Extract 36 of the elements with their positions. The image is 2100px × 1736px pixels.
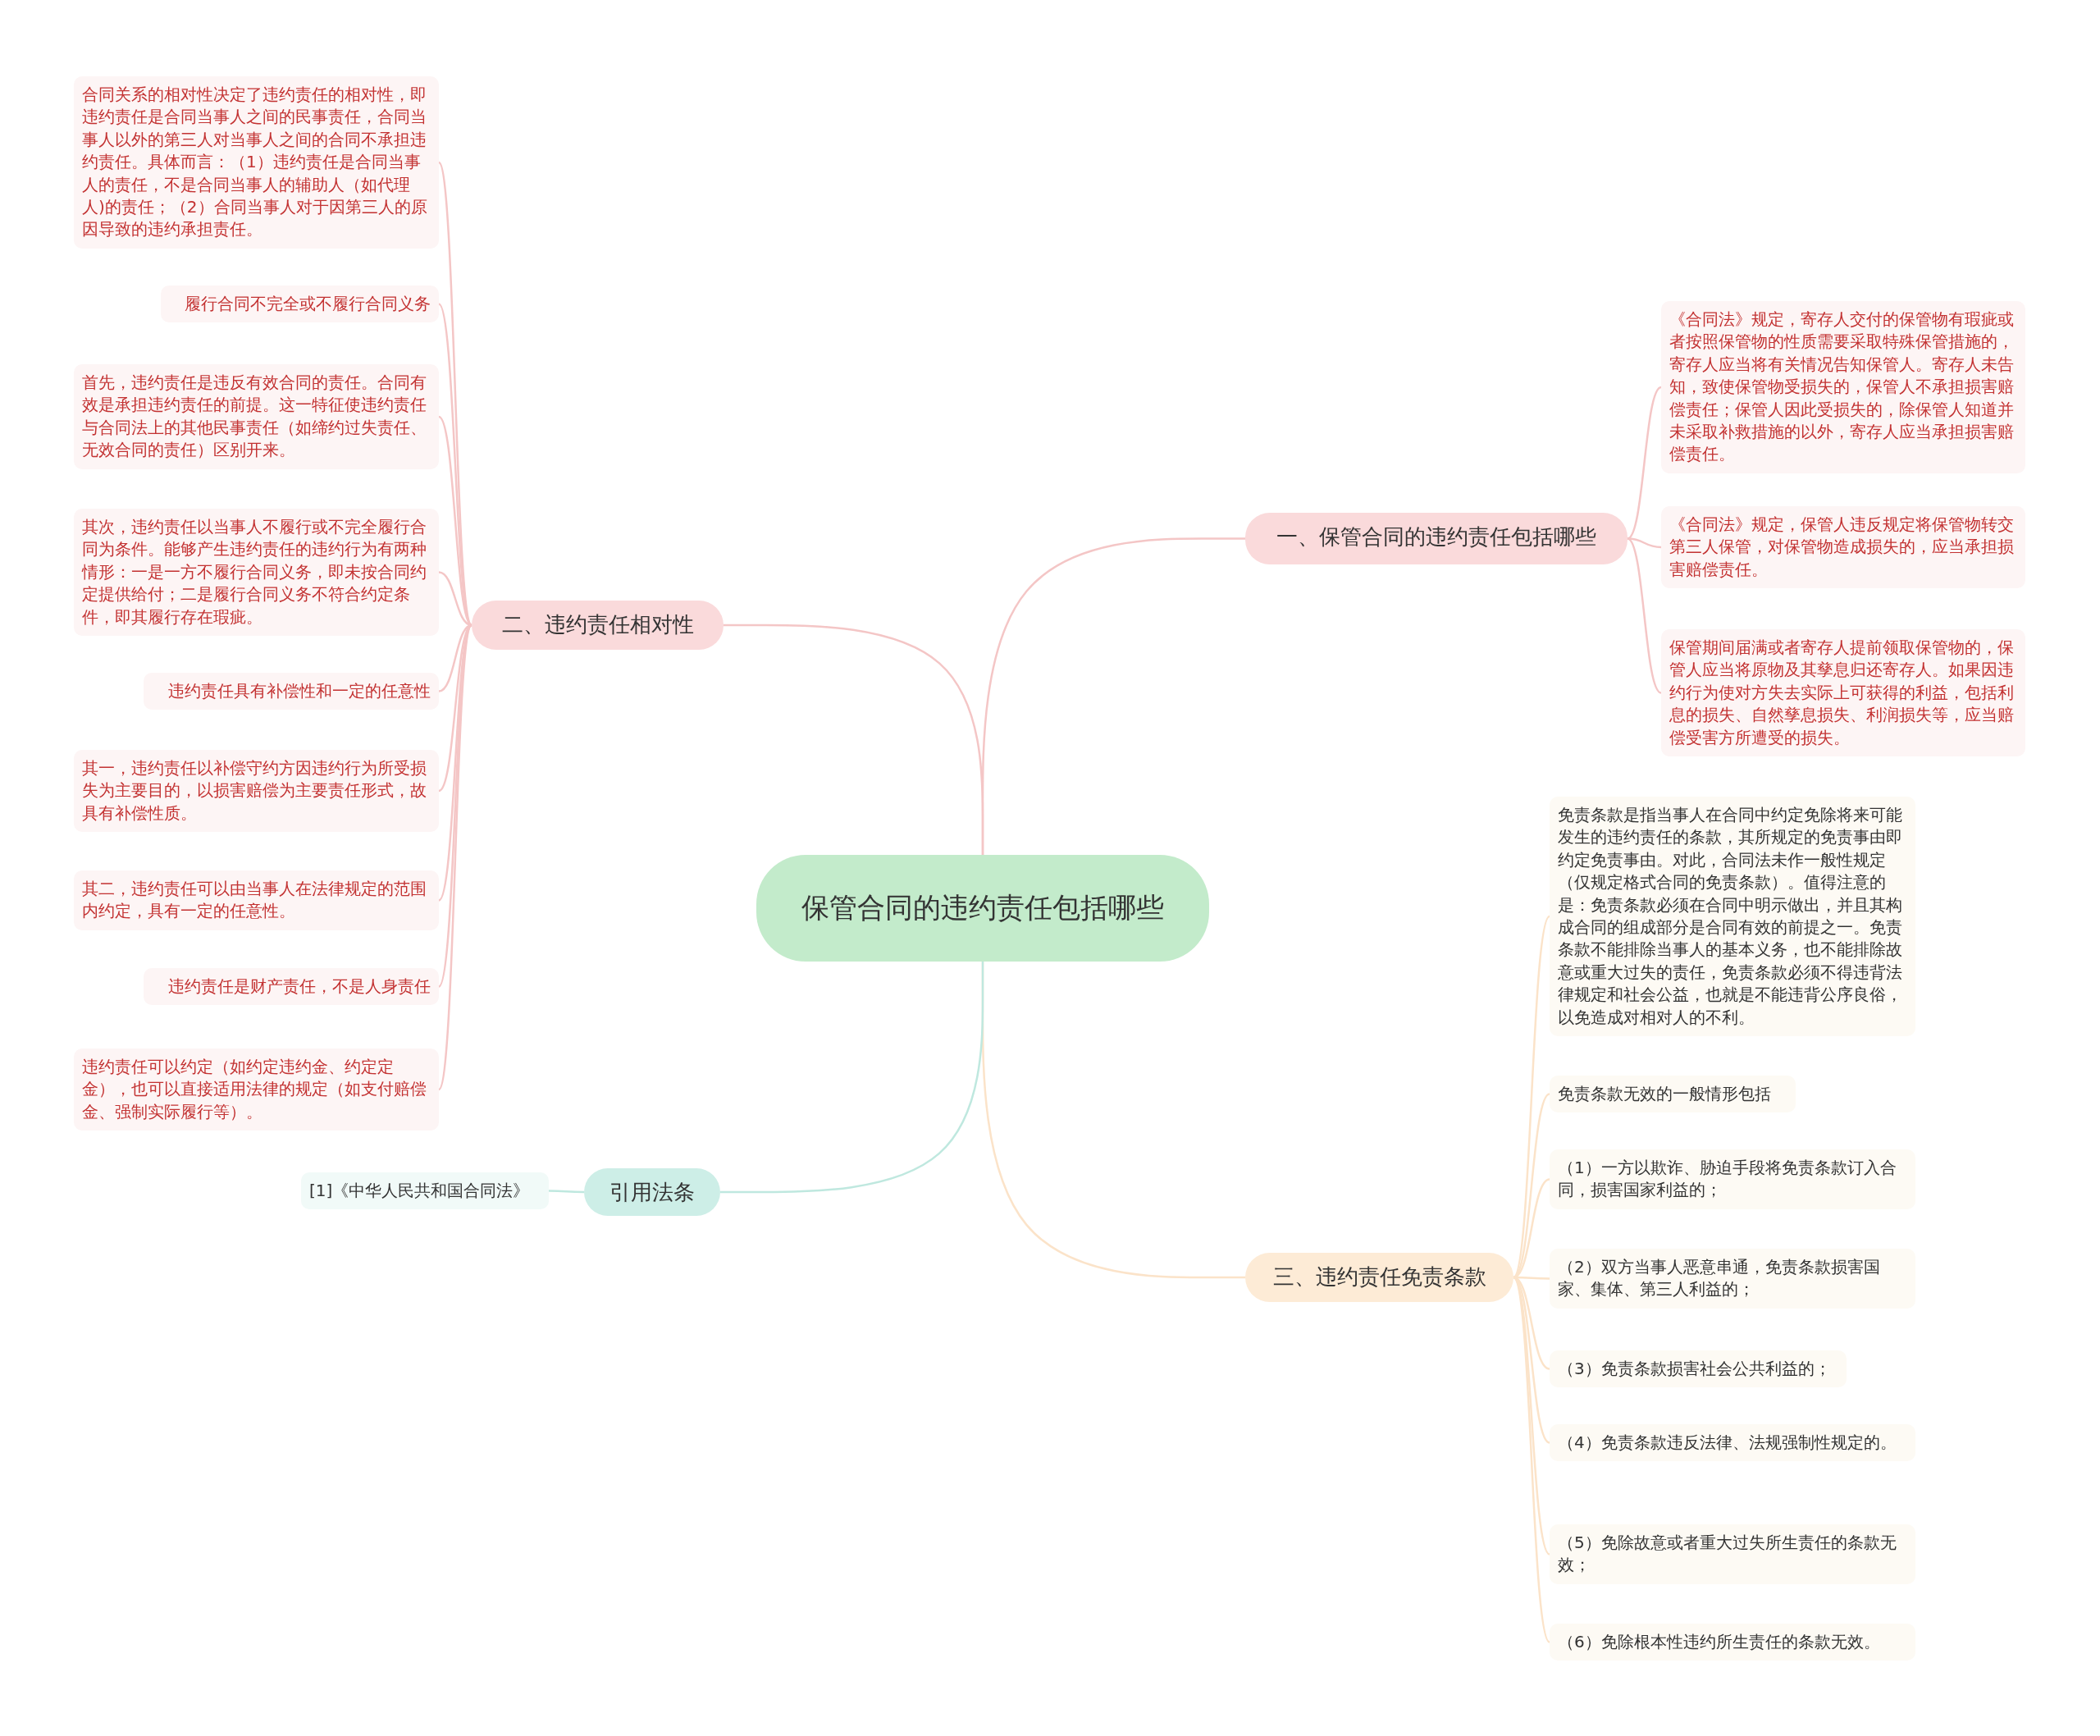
topic-card: （4）免责条款违反法律、法规强制性规定的。	[1550, 1424, 1915, 1462]
topic-card: 违约责任具有补偿性和一定的任意性	[144, 673, 439, 710]
branch-topic: 三、违约责任免责条款	[1245, 1253, 1513, 1302]
topic-card: 首先，违约责任是违反有效合同的责任。合同有效是承担违约责任的前提。这一特征使违约责任与合同法上的其他民事责任（如缔约过失责任、无效合同的责任）区别开来。	[74, 364, 439, 469]
topic-card: 保管期间届满或者寄存人提前领取保管物的，保管人应当将原物及其孳息归还寄存人。如果因违约行为使对方失去实际上可获得的利益，包括利息的损失、自然孳息损失、利润损失等，应当赔偿受害方所遭受的损失。	[1661, 629, 2025, 756]
topic-card: 《合同法》规定，寄存人交付的保管物有瑕疵或者按照保管物的性质需要采取特殊保管措施的，寄存人应当将有关情况告知保管人。寄存人未告知，致使保管物受损失的，保管人不承担损害赔偿责任；保管人因此受损失的，除保管人知道并未采取补救措施的以外，寄存人应当承担损害赔偿责任。	[1661, 301, 2025, 473]
topic-card: （3）免责条款损害社会公共利益的；	[1550, 1350, 1847, 1388]
topic-card: 免责条款是指当事人在合同中约定免除将来可能发生的违约责任的条款，其所规定的免责事由即约定免责事由。对此，合同法未作一般性规定（仅规定格式合同的免责条款）。值得注意的是：免责条款必须在合同中明示做出，并且其构成合同的组成部分是合同有效的前提之一。免责条款不能排除当事人的基本义务，也不能排除故意或重大过失的责任，免责条款必须不得违背法律规定和社会公益，也就是不能违背公序良俗，以免造成对相对人的不利。	[1550, 797, 1915, 1036]
central-topic: 保管合同的违约责任包括哪些	[756, 855, 1209, 962]
branch-topic: 引用法条	[584, 1168, 720, 1216]
topic-card: （6）免除根本性违约所生责任的条款无效。	[1550, 1624, 1915, 1661]
topic-card: 合同关系的相对性决定了违约责任的相对性，即违约责任是合同当事人之间的民事责任，合同当事人以外的第三人对当事人之间的合同不承担违约责任。具体而言：（1）违约责任是合同当事人的责任，不是合同当事人的辅助人（如代理人)的责任；（2）合同当事人对于因第三人的原因导致的违约承担责任。	[74, 76, 439, 249]
connector-line	[549, 1190, 584, 1194]
topic-card: 违约责任可以约定（如约定违约金、约定定金），也可以直接适用法律的规定（如支付赔偿金、强制实际履行等）。	[74, 1048, 439, 1131]
topic-card: 履行合同不完全或不履行合同义务	[161, 286, 439, 323]
branch-topic: 一、保管合同的违约责任包括哪些	[1245, 513, 1628, 564]
topic-card: [1]《中华人民共和国合同法》	[301, 1172, 549, 1210]
topic-card: （2）双方当事人恶意串通，免责条款损害国家、集体、第三人利益的；	[1550, 1249, 1915, 1309]
connector-line	[1627, 537, 1662, 694]
topic-card: 《合同法》规定，保管人违反规定将保管物转交第三人保管，对保管物造成损失的，应当承担损害赔偿责任。	[1661, 506, 2025, 589]
branch-topic: 二、违约责任相对性	[472, 601, 724, 650]
connector-line	[1627, 386, 1662, 540]
topic-card: 其次，违约责任以当事人不履行或不完全履行合同为条件。能够产生违约责任的违约行为有两种情形：一是一方不履行合同义务，即未按合同约定提供给付；二是履行合同义务不符合约定条件，即其履行存在瑕疵。	[74, 509, 439, 636]
topic-card: 其一，违约责任以补偿守约方因违约行为所受损失为主要目的，以损害赔偿为主要责任形式，故具有补偿性质。	[74, 750, 439, 833]
topic-card: 违约责任是财产责任，不是人身责任	[144, 968, 439, 1006]
connector-line	[437, 624, 473, 988]
connector-line	[724, 624, 984, 855]
connector-line	[1512, 1277, 1551, 1643]
topic-card: 其二，违约责任可以由当事人在法律规定的范围内约定，具有一定的任意性。	[74, 870, 439, 930]
topic-card: 免责条款无效的一般情形包括	[1550, 1076, 1796, 1113]
connector-line	[437, 162, 473, 626]
topic-card: （1）一方以欺诈、胁迫手段将免责条款订入合同，损害国家利益的；	[1550, 1149, 1915, 1209]
connector-line	[1513, 1277, 1550, 1556]
topic-card: （5）免除故意或者重大过失所生责任的条款无效；	[1550, 1524, 1915, 1584]
connector-line	[720, 962, 984, 1194]
connector-line	[437, 624, 473, 1090]
